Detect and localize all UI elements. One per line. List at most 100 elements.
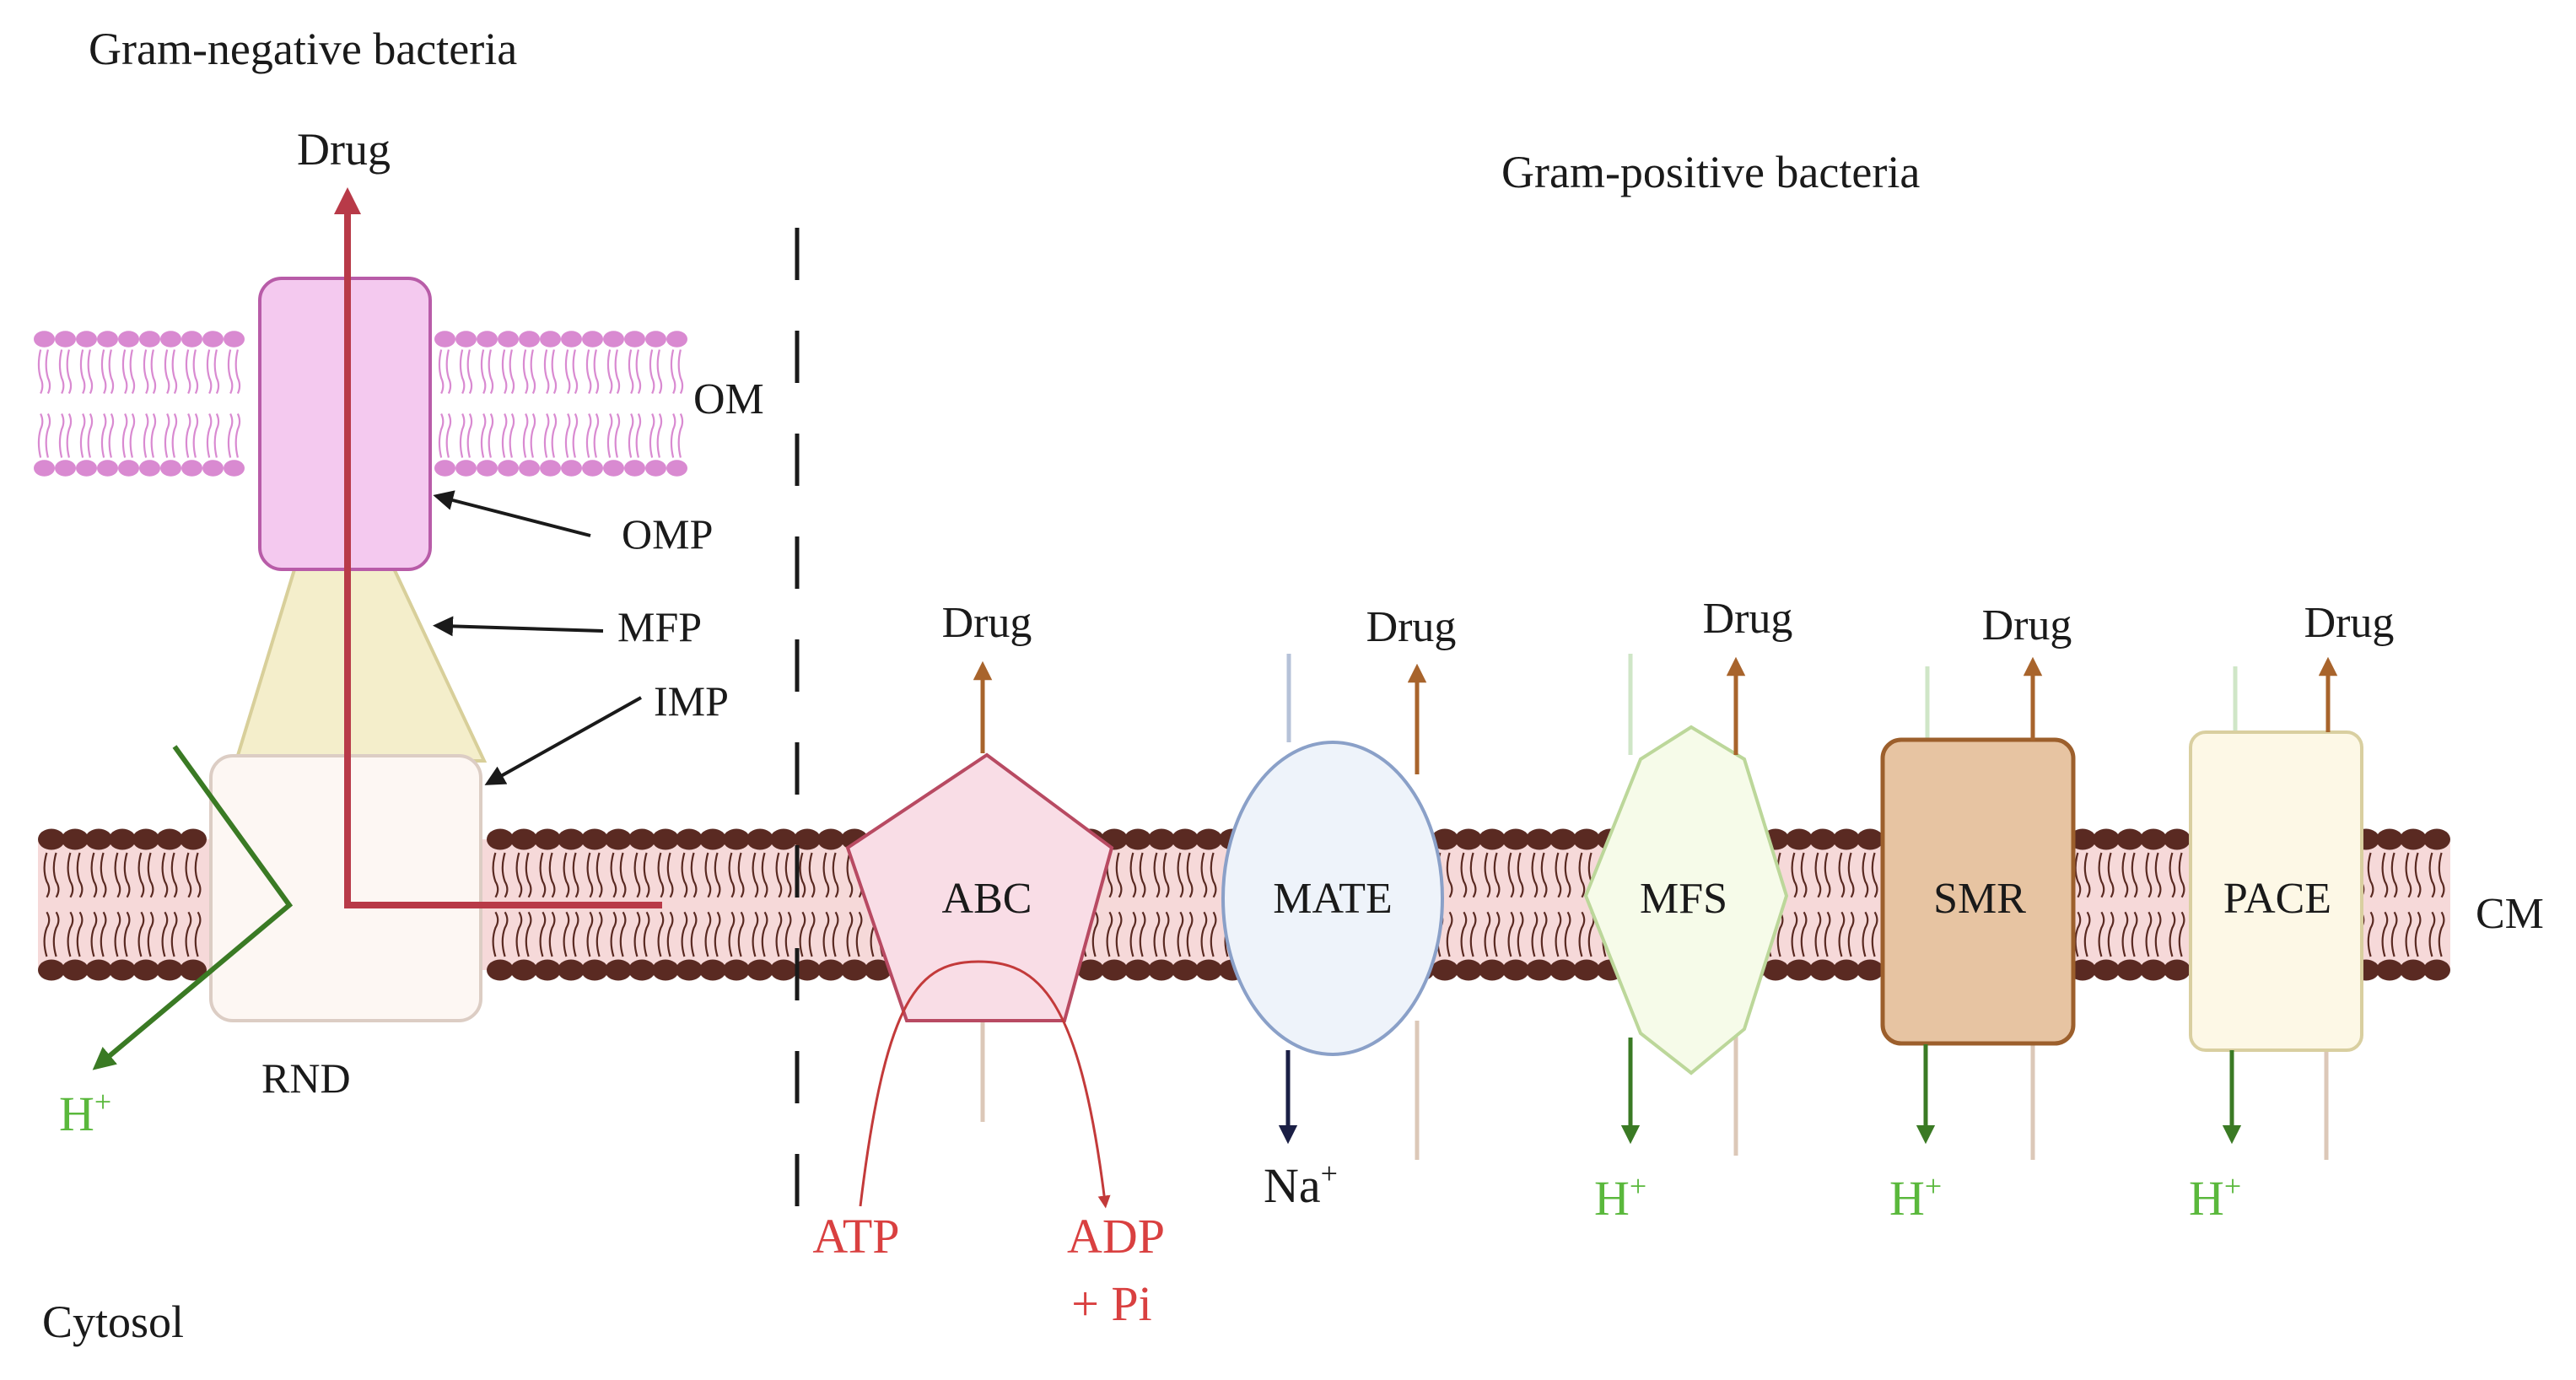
mfp-label: MFP xyxy=(617,603,702,650)
lipid-head xyxy=(38,828,65,850)
lipid-head xyxy=(109,828,136,850)
lipid-head xyxy=(156,959,183,981)
lipid-head xyxy=(85,959,112,981)
lipid-tails xyxy=(1460,852,1477,957)
lipid-head xyxy=(561,460,582,477)
lipid-head xyxy=(1809,828,1836,850)
rnd-pump xyxy=(92,187,662,1070)
lipid-tails xyxy=(657,852,674,957)
lipid-head xyxy=(582,460,603,477)
lipid-head xyxy=(132,828,159,850)
lipid-head xyxy=(723,828,750,850)
pace-drug-label: Drug xyxy=(2304,599,2395,647)
lipid-head xyxy=(109,959,136,981)
lipid-head xyxy=(581,959,608,981)
lipid-tails xyxy=(775,852,792,957)
lipid-head xyxy=(2093,828,2120,850)
lipid-head xyxy=(1502,828,1529,850)
lipid-head xyxy=(156,828,183,850)
imp-pointer-arrow xyxy=(484,696,642,785)
lipid-head xyxy=(699,828,726,850)
lipid-head xyxy=(477,460,498,477)
lipid-head xyxy=(628,959,655,981)
lipid-head xyxy=(139,331,160,348)
lipid-head xyxy=(2093,959,2120,981)
mate-drug-label: Drug xyxy=(1366,603,1457,651)
lipid-head xyxy=(487,959,514,981)
lipid-tails xyxy=(480,349,494,458)
lipid-head xyxy=(628,828,655,850)
lipid-head xyxy=(2423,959,2450,981)
lipid-head xyxy=(1195,959,1222,981)
lipid-head xyxy=(652,959,679,981)
lipid-head xyxy=(97,460,118,477)
lipid-tails xyxy=(121,349,136,458)
lipid-tails xyxy=(2145,852,2162,957)
lipid-head xyxy=(1077,959,1104,981)
lipid-tails xyxy=(1484,852,1501,957)
lipid-head xyxy=(1786,959,1813,981)
mfs-drug-label: Drug xyxy=(1703,595,1793,643)
lipid-head xyxy=(534,828,561,850)
mfp-pointer-arrow xyxy=(433,616,604,637)
smr-transporter xyxy=(1880,656,2076,1160)
lipid-head xyxy=(581,828,608,850)
lipid-head xyxy=(160,460,181,477)
lipid-head xyxy=(1526,959,1553,981)
lipid-tails xyxy=(522,349,536,458)
lipid-head xyxy=(1833,828,1860,850)
lipid-head xyxy=(1124,959,1151,981)
abc-name: ABC xyxy=(942,875,1032,923)
lipid-tails xyxy=(585,349,600,458)
lipid-tails xyxy=(704,852,721,957)
lipid-tails xyxy=(164,349,178,458)
lipid-head xyxy=(118,331,139,348)
lipid-head xyxy=(558,959,585,981)
lipid-head xyxy=(1857,959,1883,981)
lipid-tails xyxy=(206,349,220,458)
lipid-head xyxy=(865,959,892,981)
lipid-head xyxy=(1124,828,1151,850)
lipid-head xyxy=(1762,959,1789,981)
lipid-head xyxy=(652,828,679,850)
lipid-tails xyxy=(100,349,115,458)
lipid-head xyxy=(1809,959,1836,981)
mate-name: MATE xyxy=(1273,875,1393,923)
lipid-tails xyxy=(492,852,509,957)
mfs-protein xyxy=(1583,725,1789,1075)
lipid-head xyxy=(434,460,455,477)
lipid-tails xyxy=(2098,852,2115,957)
lipid-head xyxy=(1526,828,1553,850)
lipid-head xyxy=(746,959,773,981)
pace-transporter xyxy=(2189,656,2363,1160)
lipid-head xyxy=(2116,828,2143,850)
lipid-head xyxy=(202,331,224,348)
om-label: OM xyxy=(693,375,764,423)
imp-label: IMP xyxy=(654,677,729,725)
lipid-tails xyxy=(2169,852,2185,957)
lipid-tails xyxy=(501,349,515,458)
lipid-tails xyxy=(681,852,698,957)
lipid-head xyxy=(1101,959,1128,981)
atp-hydrolysis-arc xyxy=(859,960,1111,1209)
lipid-head xyxy=(224,331,245,348)
lipid-tails xyxy=(37,349,51,458)
lipid-head xyxy=(2140,959,2167,981)
lipid-tails xyxy=(563,852,579,957)
adp-label: ADP xyxy=(1067,1209,1165,1264)
abc-drug-label: Drug xyxy=(942,599,1032,647)
lipid-head xyxy=(2400,959,2427,981)
lipid-head xyxy=(34,331,55,348)
lipid-head xyxy=(510,828,537,850)
lipid-head xyxy=(1786,828,1813,850)
lipid-head xyxy=(62,828,89,850)
mfs-transporter xyxy=(1583,654,1789,1156)
lipid-head xyxy=(817,828,844,850)
lipid-head xyxy=(510,959,537,981)
lipid-head xyxy=(666,331,687,348)
lipid-head xyxy=(160,331,181,348)
atp-label: ATP xyxy=(812,1209,899,1264)
lipid-tails xyxy=(515,852,532,957)
lipid-head xyxy=(2116,959,2143,981)
abc-transporter xyxy=(845,660,1114,1209)
